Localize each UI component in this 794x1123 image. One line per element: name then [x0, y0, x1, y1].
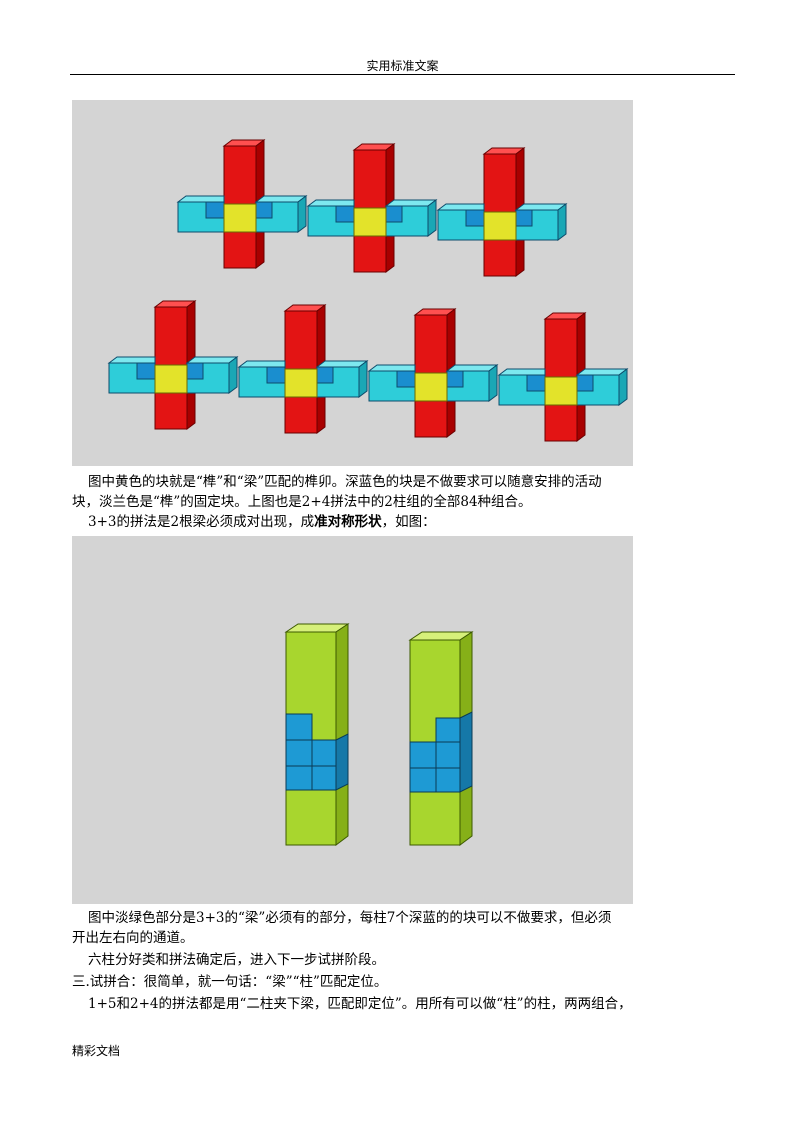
cross-assembly	[437, 147, 567, 277]
paragraph-2-bold: 准对称形状	[314, 514, 382, 530]
paragraph-4: 六柱分好类和拼法确定后，进入下一步试拼阶段。	[88, 952, 385, 968]
page-footer: 精彩文档	[72, 1044, 121, 1058]
cross-assemblies-figure	[72, 100, 633, 466]
paragraph-2-suffix: ，如图：	[381, 514, 436, 530]
cross-assembly	[307, 143, 437, 273]
paragraph-1-line-2: 块，淡兰色是“榫”的固定块。上图也是2+4拼法中的2柱组的全部84种组合。	[72, 494, 532, 510]
cross-assembly	[108, 300, 238, 430]
cross-assembly	[368, 308, 498, 438]
paragraph-3-line-1: 图中淡绿色部分是3+3的“梁”必须有的部分，每柱7个深蓝的的块可以不做要求，但必…	[88, 910, 612, 926]
header-rule	[70, 74, 735, 75]
column-left	[284, 623, 350, 846]
section-3-heading: 三.试拼合：很简单，就一句话：“梁”“柱”匹配定位。	[72, 974, 388, 990]
paired-columns-figure	[72, 536, 633, 904]
paragraph-3-line-2: 开出左右向的通道。	[72, 930, 194, 946]
cross-assembly	[177, 139, 307, 269]
page-header: 实用标准文案	[366, 59, 439, 73]
cross-assembly	[498, 312, 628, 442]
paragraph-2: 3+3的拼法是2根梁必须成对出现，成准对称形状，如图：	[72, 512, 740, 532]
paragraph-2-prefix: 3+3的拼法是2根梁必须成对出现，成	[88, 514, 315, 530]
paragraph-6: 1+5和2+4的拼法都是用“二柱夹下梁，匹配即定位”。用所有可以做“柱”的柱，两…	[88, 996, 632, 1012]
column-right	[408, 631, 474, 846]
cross-assembly	[238, 304, 368, 434]
paragraph-1-line-1: 图中黄色的块就是“榫”和“梁”匹配的榫卯。深蓝色的块是不做要求可以随意安排的活动	[88, 474, 602, 490]
